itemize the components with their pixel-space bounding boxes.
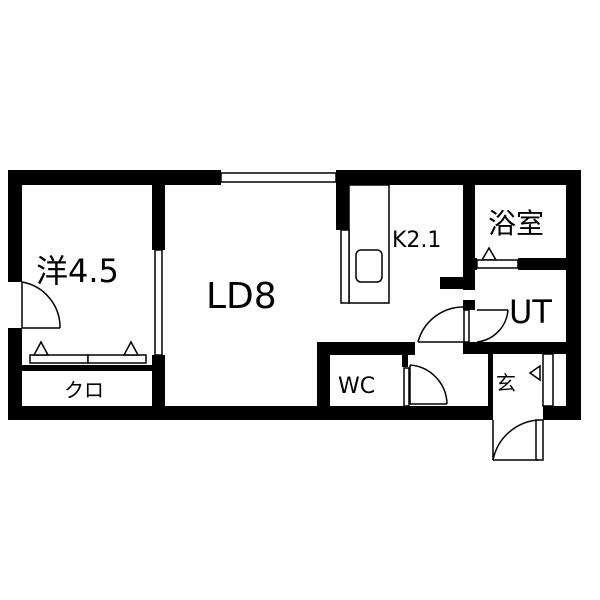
wall-closet-top (22, 365, 152, 371)
outer-walls (8, 170, 581, 420)
kitchen-counter (340, 184, 390, 304)
doors (21, 281, 544, 461)
room-label-toilet: WC (338, 374, 375, 399)
wall-bottom-left (8, 406, 493, 420)
kitchen-sink (355, 249, 383, 283)
room-label-bath: 浴室 (488, 207, 544, 240)
wall-western-ld-top (152, 185, 165, 250)
wall-bath-left (463, 185, 475, 290)
wall-wc-left (317, 342, 330, 406)
wall-bath-bottom-left (463, 258, 477, 270)
wall-bath-bottom-right (518, 258, 566, 270)
entrance-marker (528, 364, 541, 382)
door-entrance (492, 419, 544, 461)
wall-stub-kitchen (440, 277, 465, 289)
wall-left-upper (8, 170, 22, 282)
wall-entrance-left (488, 354, 493, 406)
closet-marker-right (122, 340, 140, 356)
wall-kitchen-stub (336, 185, 349, 230)
wall-left-lower (8, 328, 22, 420)
wall-hall-top (463, 342, 566, 354)
door-wc (409, 364, 448, 405)
wall-ut-left-lower (463, 300, 475, 310)
wall-wc-top (317, 342, 415, 355)
room-label-entrance: 玄 (496, 371, 516, 395)
room-label-utility: UT (509, 293, 552, 331)
room-label-western: 洋4.5 (36, 252, 119, 290)
window-top (220, 172, 337, 183)
door-ut-inner (476, 309, 509, 343)
markers (32, 246, 541, 382)
closet-marker-left (32, 340, 50, 356)
door-western (21, 281, 61, 329)
room-label-living: LD8 (206, 276, 277, 317)
door-ut (417, 306, 465, 343)
room-label-kitchen: K2.1 (392, 228, 441, 253)
wall-wc-right (402, 355, 408, 367)
room-label-closet: クロ (64, 378, 104, 402)
bath-panel (476, 259, 519, 269)
thin-panels (29, 249, 554, 407)
wall-top-left (8, 170, 221, 185)
interior-walls (22, 185, 566, 406)
wall-right (566, 170, 581, 420)
wall-western-ld-bottom (152, 355, 165, 406)
wall-top-right (336, 170, 581, 185)
